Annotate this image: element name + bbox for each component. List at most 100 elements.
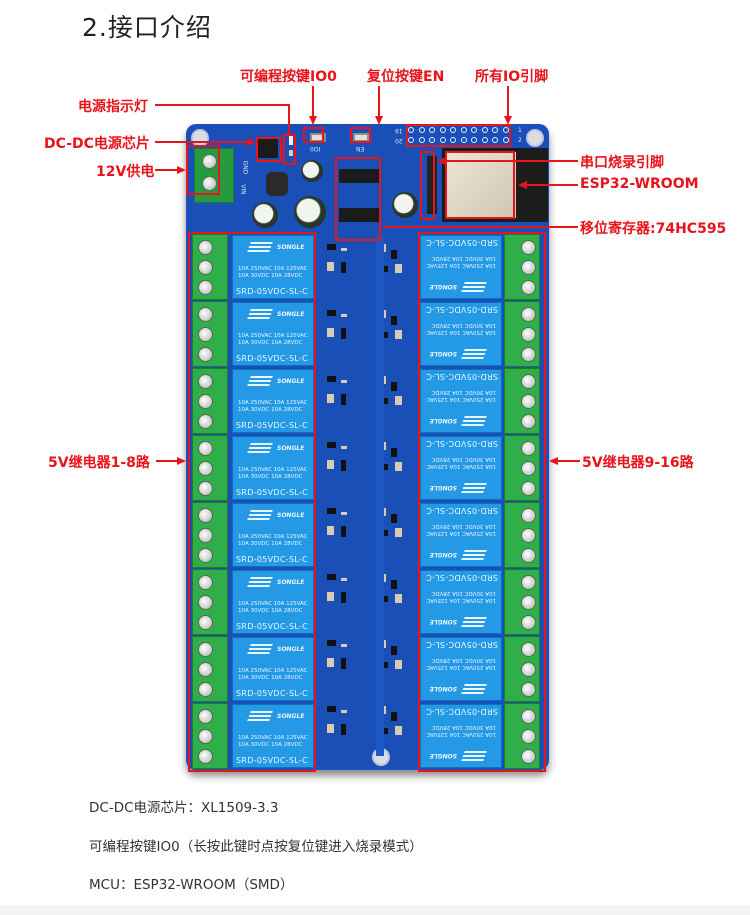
smd-component <box>395 396 402 405</box>
io0-silk: IO0 <box>310 145 321 152</box>
screw <box>521 260 536 275</box>
transistor <box>341 394 346 405</box>
header-pin <box>492 127 498 133</box>
screw <box>198 729 213 744</box>
transistor <box>391 250 397 259</box>
transistor <box>341 328 346 339</box>
header-label-19: 19 <box>395 127 403 134</box>
transistor <box>341 460 346 471</box>
smd-component <box>341 380 347 383</box>
screw <box>521 662 536 677</box>
screw <box>202 176 217 191</box>
shift-register-chip <box>339 169 379 183</box>
screw <box>521 615 536 630</box>
screw <box>521 307 536 322</box>
callout-esp-module: ESP32-WROOM <box>580 176 699 192</box>
screw <box>198 682 213 697</box>
highlight-shift-register <box>335 157 381 241</box>
capacitor <box>252 202 278 228</box>
transistor <box>327 376 336 382</box>
screw <box>198 575 213 590</box>
callout-reset-button: 复位按键EN <box>367 69 445 85</box>
page-title: 2.接口介绍 <box>82 13 212 42</box>
screw <box>521 749 536 764</box>
relay-brand: SONGLE <box>277 244 305 251</box>
screw <box>198 528 213 543</box>
screw <box>198 615 213 630</box>
screw <box>198 240 213 255</box>
transistor <box>391 646 397 655</box>
transistor <box>391 514 397 523</box>
smd-component <box>341 446 347 449</box>
header-pin <box>471 137 477 143</box>
highlight-io-header <box>406 124 511 147</box>
smd-component <box>395 330 402 339</box>
smd-component <box>341 710 347 713</box>
screw <box>198 441 213 456</box>
capacitor <box>301 160 323 182</box>
transistor <box>391 382 397 391</box>
gnd-silk: GND <box>241 160 249 175</box>
callout-shift-register: 移位寄存器:74HC595 <box>580 221 727 237</box>
arrow-icon <box>177 457 186 465</box>
driver-circuit-area <box>319 236 416 766</box>
screw <box>521 374 536 389</box>
leader-line <box>312 86 314 116</box>
highlight-power-led <box>283 134 296 165</box>
screw <box>521 280 536 295</box>
inductor <box>266 172 288 196</box>
arrow-icon <box>549 457 558 465</box>
relay-model: SRD-05VDC-SL-C <box>236 488 309 497</box>
spec-prog-button: 可编程按键IO0（长按此键时点按复位键进入烧录模式） <box>89 839 423 855</box>
arrow-icon <box>375 116 383 125</box>
relay-model: SRD-05VDC-SL-C <box>236 689 309 698</box>
highlight-dcdc-chip <box>256 137 282 162</box>
highlight-esp32 <box>445 151 515 219</box>
leader-line <box>558 460 580 462</box>
shift-register-chip <box>339 208 379 222</box>
header-pin <box>481 127 488 133</box>
header-pin <box>492 137 498 143</box>
spec-dcdc: DC-DC电源芯片：XL1509-3.3 <box>89 800 279 816</box>
screw <box>198 461 213 476</box>
transistor <box>327 310 336 316</box>
header-pin <box>460 127 467 133</box>
transistor <box>341 724 346 735</box>
header-pin <box>439 137 446 143</box>
transistor <box>327 574 336 580</box>
header-pin <box>502 137 509 143</box>
leader-line <box>447 160 578 162</box>
callout-power-input: 12V供电 <box>96 164 155 180</box>
relay-brand: SONGLE <box>277 713 305 720</box>
screw <box>521 575 536 590</box>
en-silk: EN <box>356 145 365 152</box>
transistor <box>327 244 336 250</box>
vin-silk: VIN <box>239 184 247 195</box>
screw <box>521 508 536 523</box>
relay-brand: SONGLE <box>277 512 305 519</box>
capacitor <box>392 192 418 218</box>
power-led <box>289 136 293 145</box>
transistor <box>391 580 397 589</box>
screw <box>198 347 213 362</box>
smd-component <box>341 248 347 251</box>
header-pin <box>471 127 477 133</box>
io-header <box>408 127 518 145</box>
relay-model: SRD-05VDC-SL-C <box>236 555 309 564</box>
relay-brand: SONGLE <box>277 311 305 318</box>
leader-line <box>378 86 380 116</box>
callout-serial-pins: 串口烧录引脚 <box>580 155 664 171</box>
highlight-io0-button <box>303 127 324 143</box>
relay-model: SRD-05VDC-SL-C <box>236 287 309 296</box>
transistor <box>391 448 397 457</box>
leader-line <box>155 169 178 171</box>
relay-brand: SONGLE <box>277 579 305 586</box>
leader-line <box>156 460 178 462</box>
header-pin <box>450 127 456 133</box>
